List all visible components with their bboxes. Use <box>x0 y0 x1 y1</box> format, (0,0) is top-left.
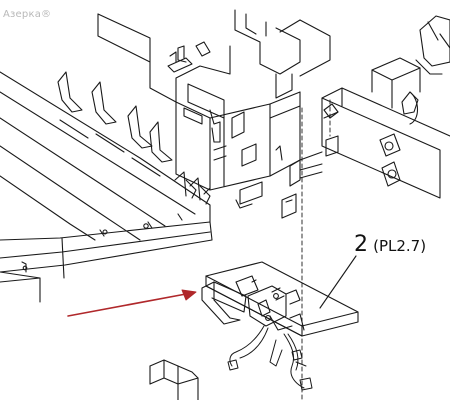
watermark-text: Азерка® <box>3 9 52 20</box>
upper-chassis <box>97 9 331 209</box>
part-number: 2 <box>354 232 368 257</box>
part-callout-label: 2 (PL2.7) <box>354 232 426 257</box>
red-pointer-arrow <box>67 289 197 317</box>
right-bracket-assembly <box>275 15 450 219</box>
bottom-block <box>149 359 199 400</box>
sensor-bracket-part <box>201 261 359 337</box>
alignment-lines <box>301 99 331 400</box>
part-list-reference: (PL2.7) <box>373 237 427 255</box>
callout-leader-line <box>319 255 357 309</box>
wire-harness <box>227 325 313 391</box>
tray-frame <box>0 71 213 303</box>
